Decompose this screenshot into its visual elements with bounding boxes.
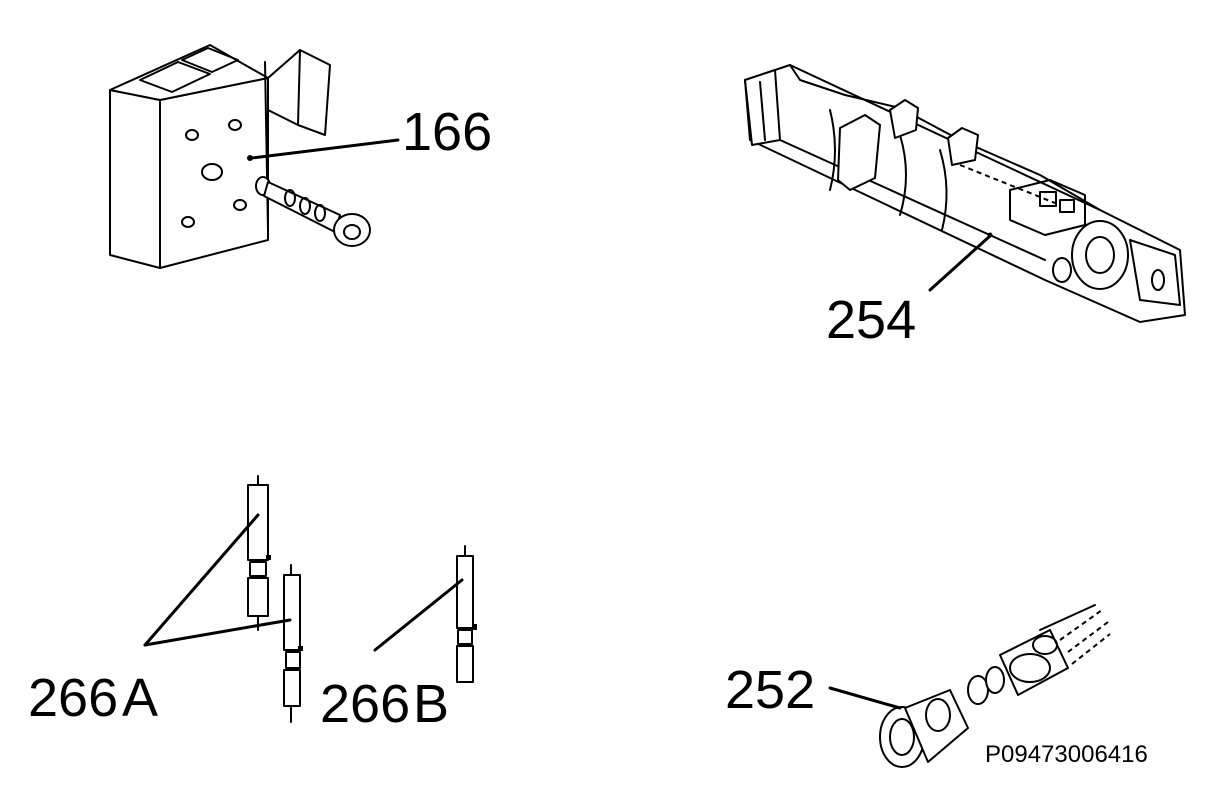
label-266b-suffix: B [413,674,449,734]
part-266a-tubes [143,475,303,723]
label-266a-suffix: A [122,668,158,728]
part-254-cylinder-assembly [744,64,1186,323]
label-266b-number: 266 [320,674,410,734]
figure-code: P09473006416 [985,741,1148,768]
part-252-fitting [828,604,1111,768]
label-252: 252 [725,660,815,720]
part-166-valve-block [109,44,400,269]
part-266b-tube [373,545,477,683]
label-254: 254 [826,290,916,350]
label-266a-number: 266 [28,668,118,728]
label-166: 166 [402,102,492,162]
